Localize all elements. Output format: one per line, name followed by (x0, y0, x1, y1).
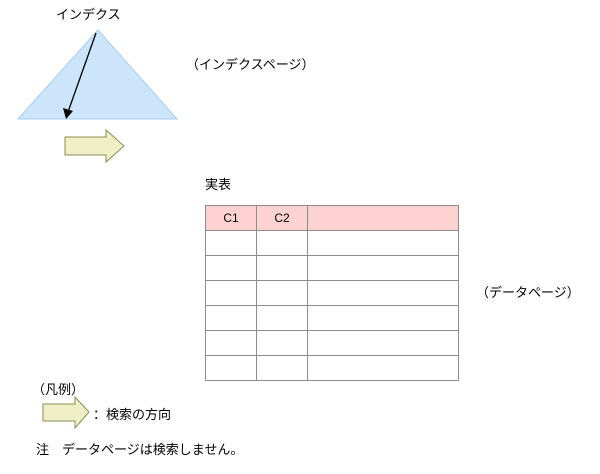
table-row (205, 305, 459, 331)
table-cell (307, 230, 459, 256)
table-cell (256, 355, 308, 381)
table-cell (256, 280, 308, 306)
legend-title: （凡例） (32, 383, 85, 398)
table-cell (256, 230, 308, 256)
table-cell (256, 255, 308, 281)
table-cell (307, 355, 459, 381)
table-cell (205, 305, 257, 331)
search-pointer-line (67, 32, 97, 113)
table-row (205, 355, 459, 381)
table-cell (307, 305, 459, 331)
table-cell (205, 230, 257, 256)
table-cell (205, 280, 257, 306)
table-header-row: C1 C2 (205, 205, 459, 231)
table-title: 実表 (205, 178, 232, 193)
table-row (205, 330, 459, 356)
index-label: インデクス (56, 8, 121, 23)
index-page-label: （インデクスページ） (186, 58, 315, 73)
table-row (205, 280, 459, 306)
table-cell (307, 330, 459, 356)
column-header-empty (307, 205, 459, 231)
data-page-label: （データページ） (476, 286, 580, 301)
table-cell (205, 355, 257, 381)
table-cell (307, 280, 459, 306)
legend-direction-arrow (42, 395, 90, 430)
search-direction-arrow (64, 128, 125, 164)
data-page-table: C1 C2 (205, 205, 459, 381)
table-row (205, 230, 459, 256)
table-body (205, 230, 459, 381)
index-page-triangle (16, 29, 179, 120)
column-header-c2: C2 (256, 205, 308, 231)
table-cell (205, 330, 257, 356)
table-cell (256, 330, 308, 356)
note-text: 注 データページは検索しません。 (36, 443, 244, 458)
table-cell (307, 255, 459, 281)
legend-arrow-description: ：検索の方向 (93, 408, 172, 423)
table-cell (205, 255, 257, 281)
table-row (205, 255, 459, 281)
search-pointer-arrowhead (63, 108, 73, 119)
table-cell (256, 305, 308, 331)
column-header-c1: C1 (205, 205, 257, 231)
